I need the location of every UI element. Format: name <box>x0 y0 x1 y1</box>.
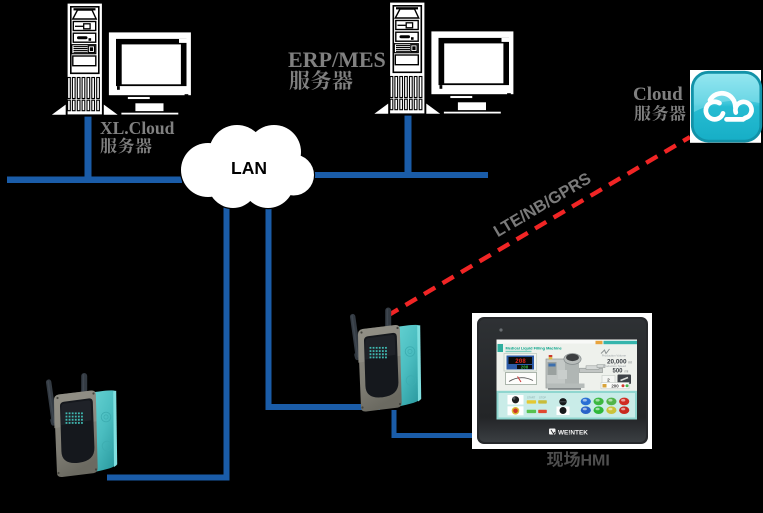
svg-text:20,000: 20,000 <box>607 359 627 366</box>
svg-text:Production Speed: Production Speed <box>603 364 626 368</box>
svg-text:WE!NTEK: WE!NTEK <box>558 430 588 437</box>
svg-text:200: 200 <box>611 384 619 389</box>
svg-text:Production Volume: Production Volume <box>602 354 627 358</box>
svg-text:START: START <box>527 396 536 400</box>
svg-text:LAN: LAN <box>231 158 267 178</box>
svg-text:STOP: STOP <box>539 396 546 400</box>
svg-text:Cloud: Cloud <box>633 84 683 105</box>
svg-text:XL.Cloud: XL.Cloud <box>100 118 175 138</box>
svg-text:208: 208 <box>521 367 529 371</box>
svg-text:500: 500 <box>612 369 623 375</box>
svg-text:ERP/MES: ERP/MES <box>288 47 386 72</box>
svg-text:ml: ml <box>625 370 629 374</box>
svg-text:Medical Liquid Filling Machine: Medical Liquid Filling Machine <box>506 346 563 351</box>
svg-text:ml: ml <box>628 361 632 365</box>
svg-text:208: 208 <box>515 358 526 365</box>
svg-text:HMI: HMI <box>581 453 610 470</box>
svg-text:2: 2 <box>607 377 610 383</box>
